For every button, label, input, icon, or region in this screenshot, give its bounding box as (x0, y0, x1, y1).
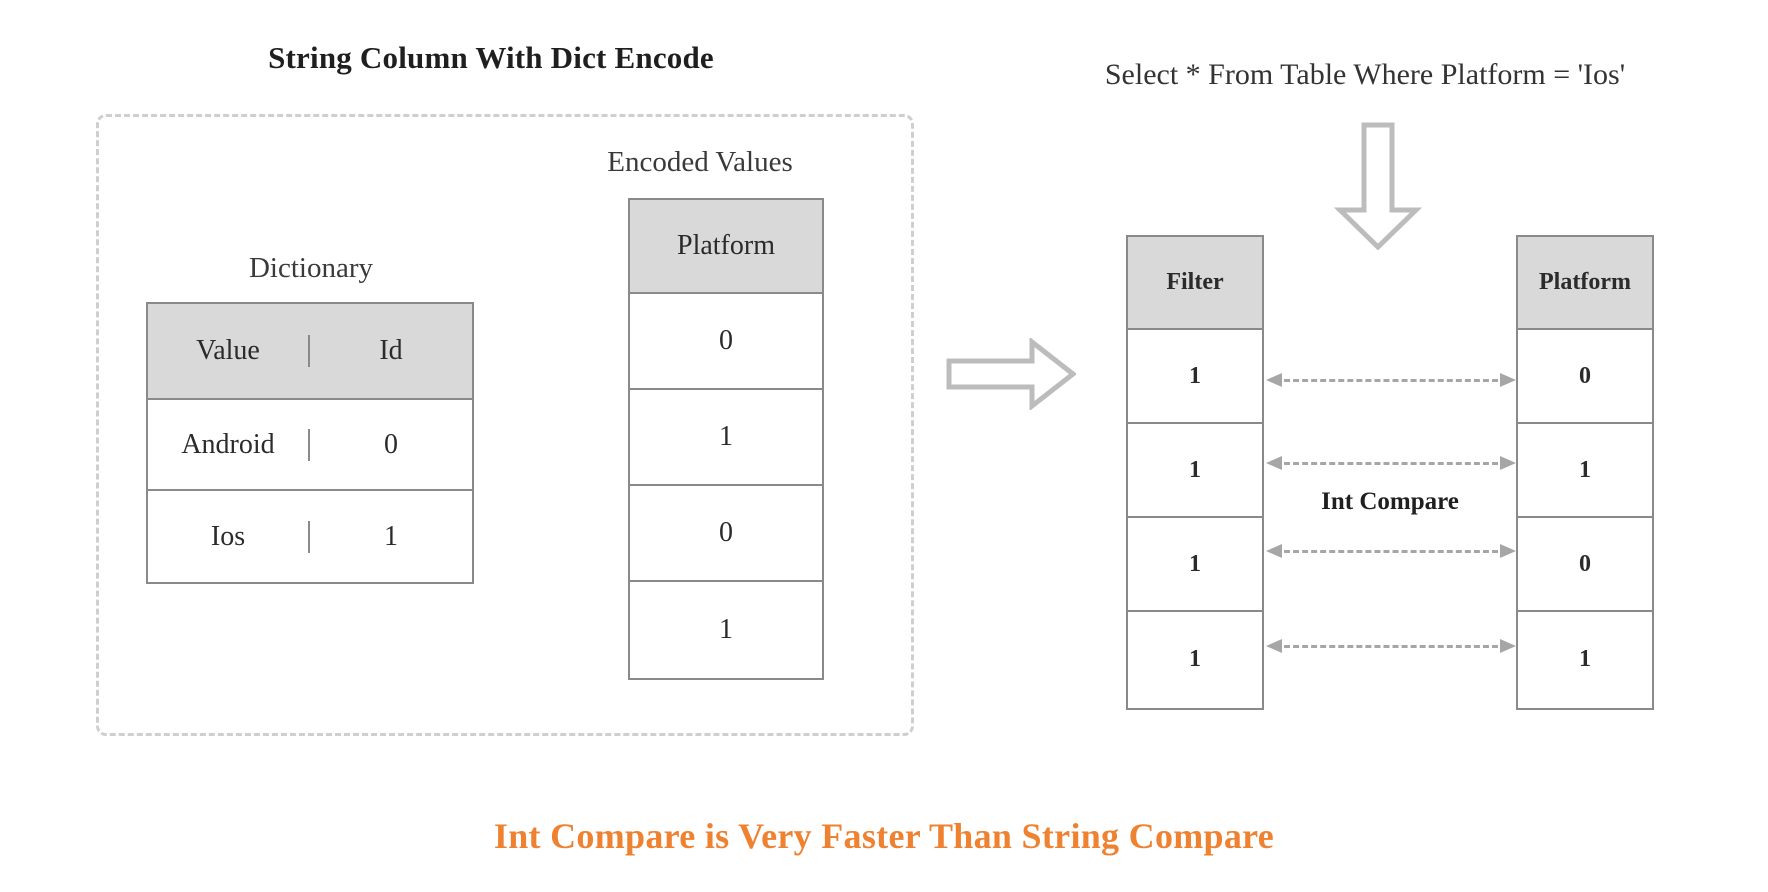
arrow-line (1284, 550, 1498, 553)
page-title: String Column With Dict Encode (268, 40, 714, 75)
arrow-head-left (1266, 544, 1282, 558)
block-arrow-down-icon (1334, 122, 1422, 250)
block-arrow-right-icon (946, 338, 1076, 410)
dictionary-caption: Dictionary (248, 252, 373, 284)
dictionary-cell-value: Ios (148, 520, 310, 553)
double-arrow-dashed-icon (1266, 456, 1516, 470)
encoded-values-table: Platform 0 1 0 1 (628, 198, 824, 680)
table-row: 1 (1128, 612, 1262, 706)
dictionary-table: Value Id Android 0 Ios 1 (146, 302, 474, 584)
dictionary-header-value: Value (148, 335, 310, 367)
arrow-head-left (1266, 456, 1282, 470)
filter-table: Filter 1 1 1 1 (1126, 235, 1264, 710)
arrow-head-left (1266, 373, 1282, 387)
arrow-line (1284, 379, 1498, 382)
encoded-values-caption: Encoded Values (607, 146, 793, 178)
dictionary-cell-id: 0 (384, 428, 398, 460)
encoded-values-header: Platform (630, 200, 822, 294)
dictionary-cell-id: 1 (384, 520, 398, 552)
arrow-head-left (1266, 639, 1282, 653)
table-row: 1 (1518, 424, 1652, 518)
table-header-row: Value Id (148, 304, 472, 400)
arrow-head-right (1500, 456, 1516, 470)
table-row: 1 (1128, 518, 1262, 612)
dictionary-header-id: Id (310, 335, 472, 367)
filter-header: Filter (1128, 237, 1262, 330)
result-platform-table: Platform 0 1 0 1 (1516, 235, 1654, 710)
arrow-line (1284, 462, 1498, 465)
table-row: 1 (1128, 424, 1262, 518)
table-row: 0 (630, 294, 822, 390)
arrow-line (1284, 645, 1498, 648)
table-row: 1 (1128, 330, 1262, 424)
table-row: 1 (1518, 612, 1652, 706)
double-arrow-dashed-icon (1266, 544, 1516, 558)
double-arrow-dashed-icon (1266, 639, 1516, 653)
arrow-head-right (1500, 373, 1516, 387)
arrow-head-right (1500, 639, 1516, 653)
table-row: 1 (630, 390, 822, 486)
table-row: Android 0 (148, 400, 472, 491)
dict-encode-group-box (96, 114, 914, 736)
dictionary-cell-value: Android (148, 428, 310, 461)
table-row: 0 (630, 486, 822, 582)
table-row: 0 (1518, 518, 1652, 612)
arrow-head-right (1500, 544, 1516, 558)
footer-caption: Int Compare is Very Faster Than String C… (493, 816, 1275, 856)
double-arrow-dashed-icon (1266, 373, 1516, 387)
table-row: 1 (630, 582, 822, 678)
table-row: 0 (1518, 330, 1652, 424)
table-row: Ios 1 (148, 491, 472, 582)
int-compare-label: Int Compare (1321, 488, 1459, 515)
result-platform-header: Platform (1518, 237, 1652, 330)
sql-query-text: Select * From Table Where Platform = 'Io… (1104, 58, 1626, 91)
